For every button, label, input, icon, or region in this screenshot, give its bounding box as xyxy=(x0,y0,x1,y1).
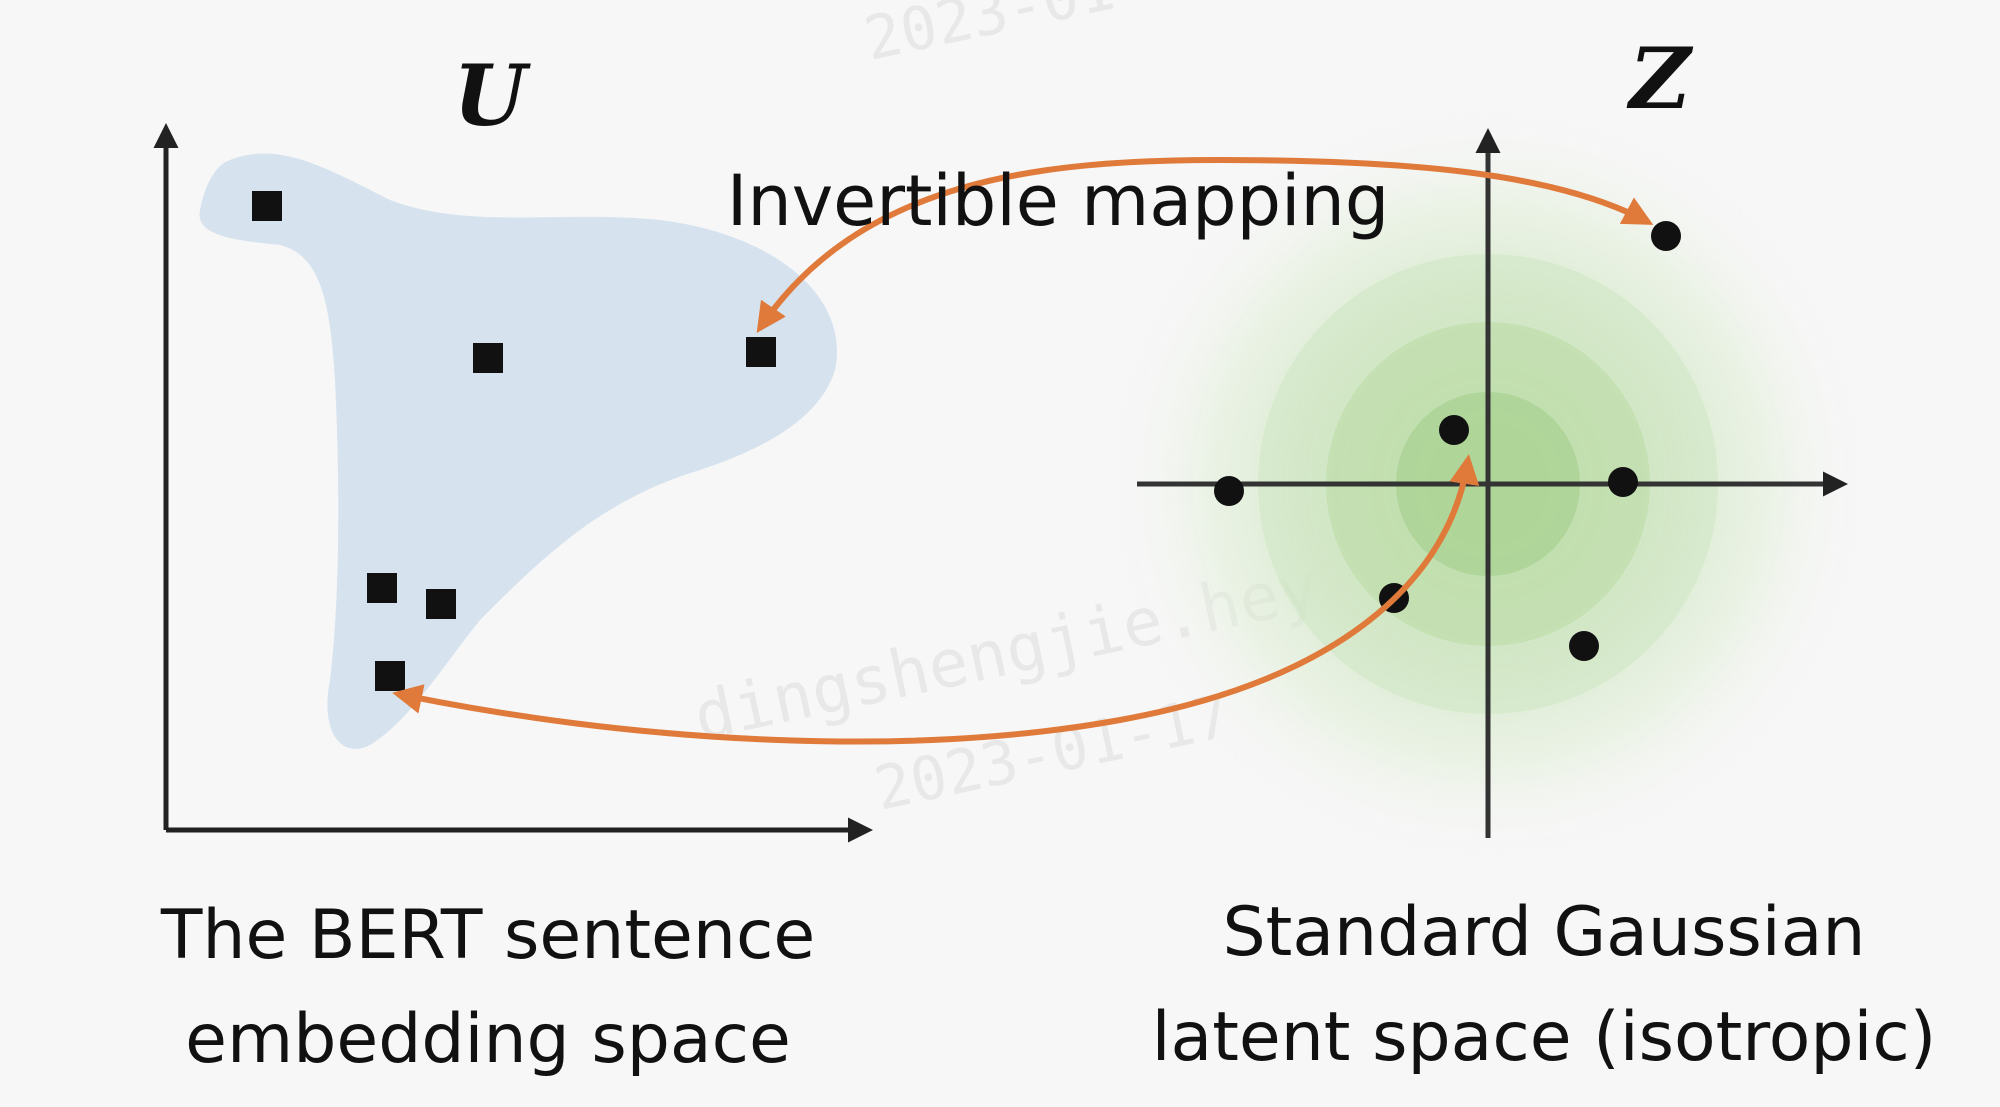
latent-point xyxy=(1608,467,1638,497)
embedding-point xyxy=(375,661,405,691)
embedding-point xyxy=(473,343,503,373)
space-symbol-z: Z xyxy=(1626,29,1693,128)
latent-point xyxy=(1214,476,1244,506)
mapping-arrows xyxy=(392,156,1654,745)
embedding-point xyxy=(252,191,282,221)
mapping-arrow-top xyxy=(756,156,1654,333)
bert-space: U The BERT sentence embedding space xyxy=(153,46,873,1079)
latent-point xyxy=(1651,221,1681,251)
gaussian-caption-line2: latent space (isotropic) xyxy=(1152,998,1937,1077)
bert-caption-line2: embedding space xyxy=(185,1000,791,1079)
latent-point xyxy=(1569,631,1599,661)
embedding-point xyxy=(367,573,397,603)
mapping-arrow-bottom xyxy=(392,454,1480,745)
embedding-point xyxy=(426,589,456,619)
bert-caption-line1: The BERT sentence xyxy=(160,896,815,975)
gaussian-caption-line1: Standard Gaussian xyxy=(1223,893,1866,972)
embedding-region xyxy=(199,153,838,749)
latent-point xyxy=(1439,415,1469,445)
mapping-label: Invertible mapping xyxy=(727,160,1390,242)
embedding-point xyxy=(746,337,776,367)
space-symbol-u: U xyxy=(453,46,531,145)
